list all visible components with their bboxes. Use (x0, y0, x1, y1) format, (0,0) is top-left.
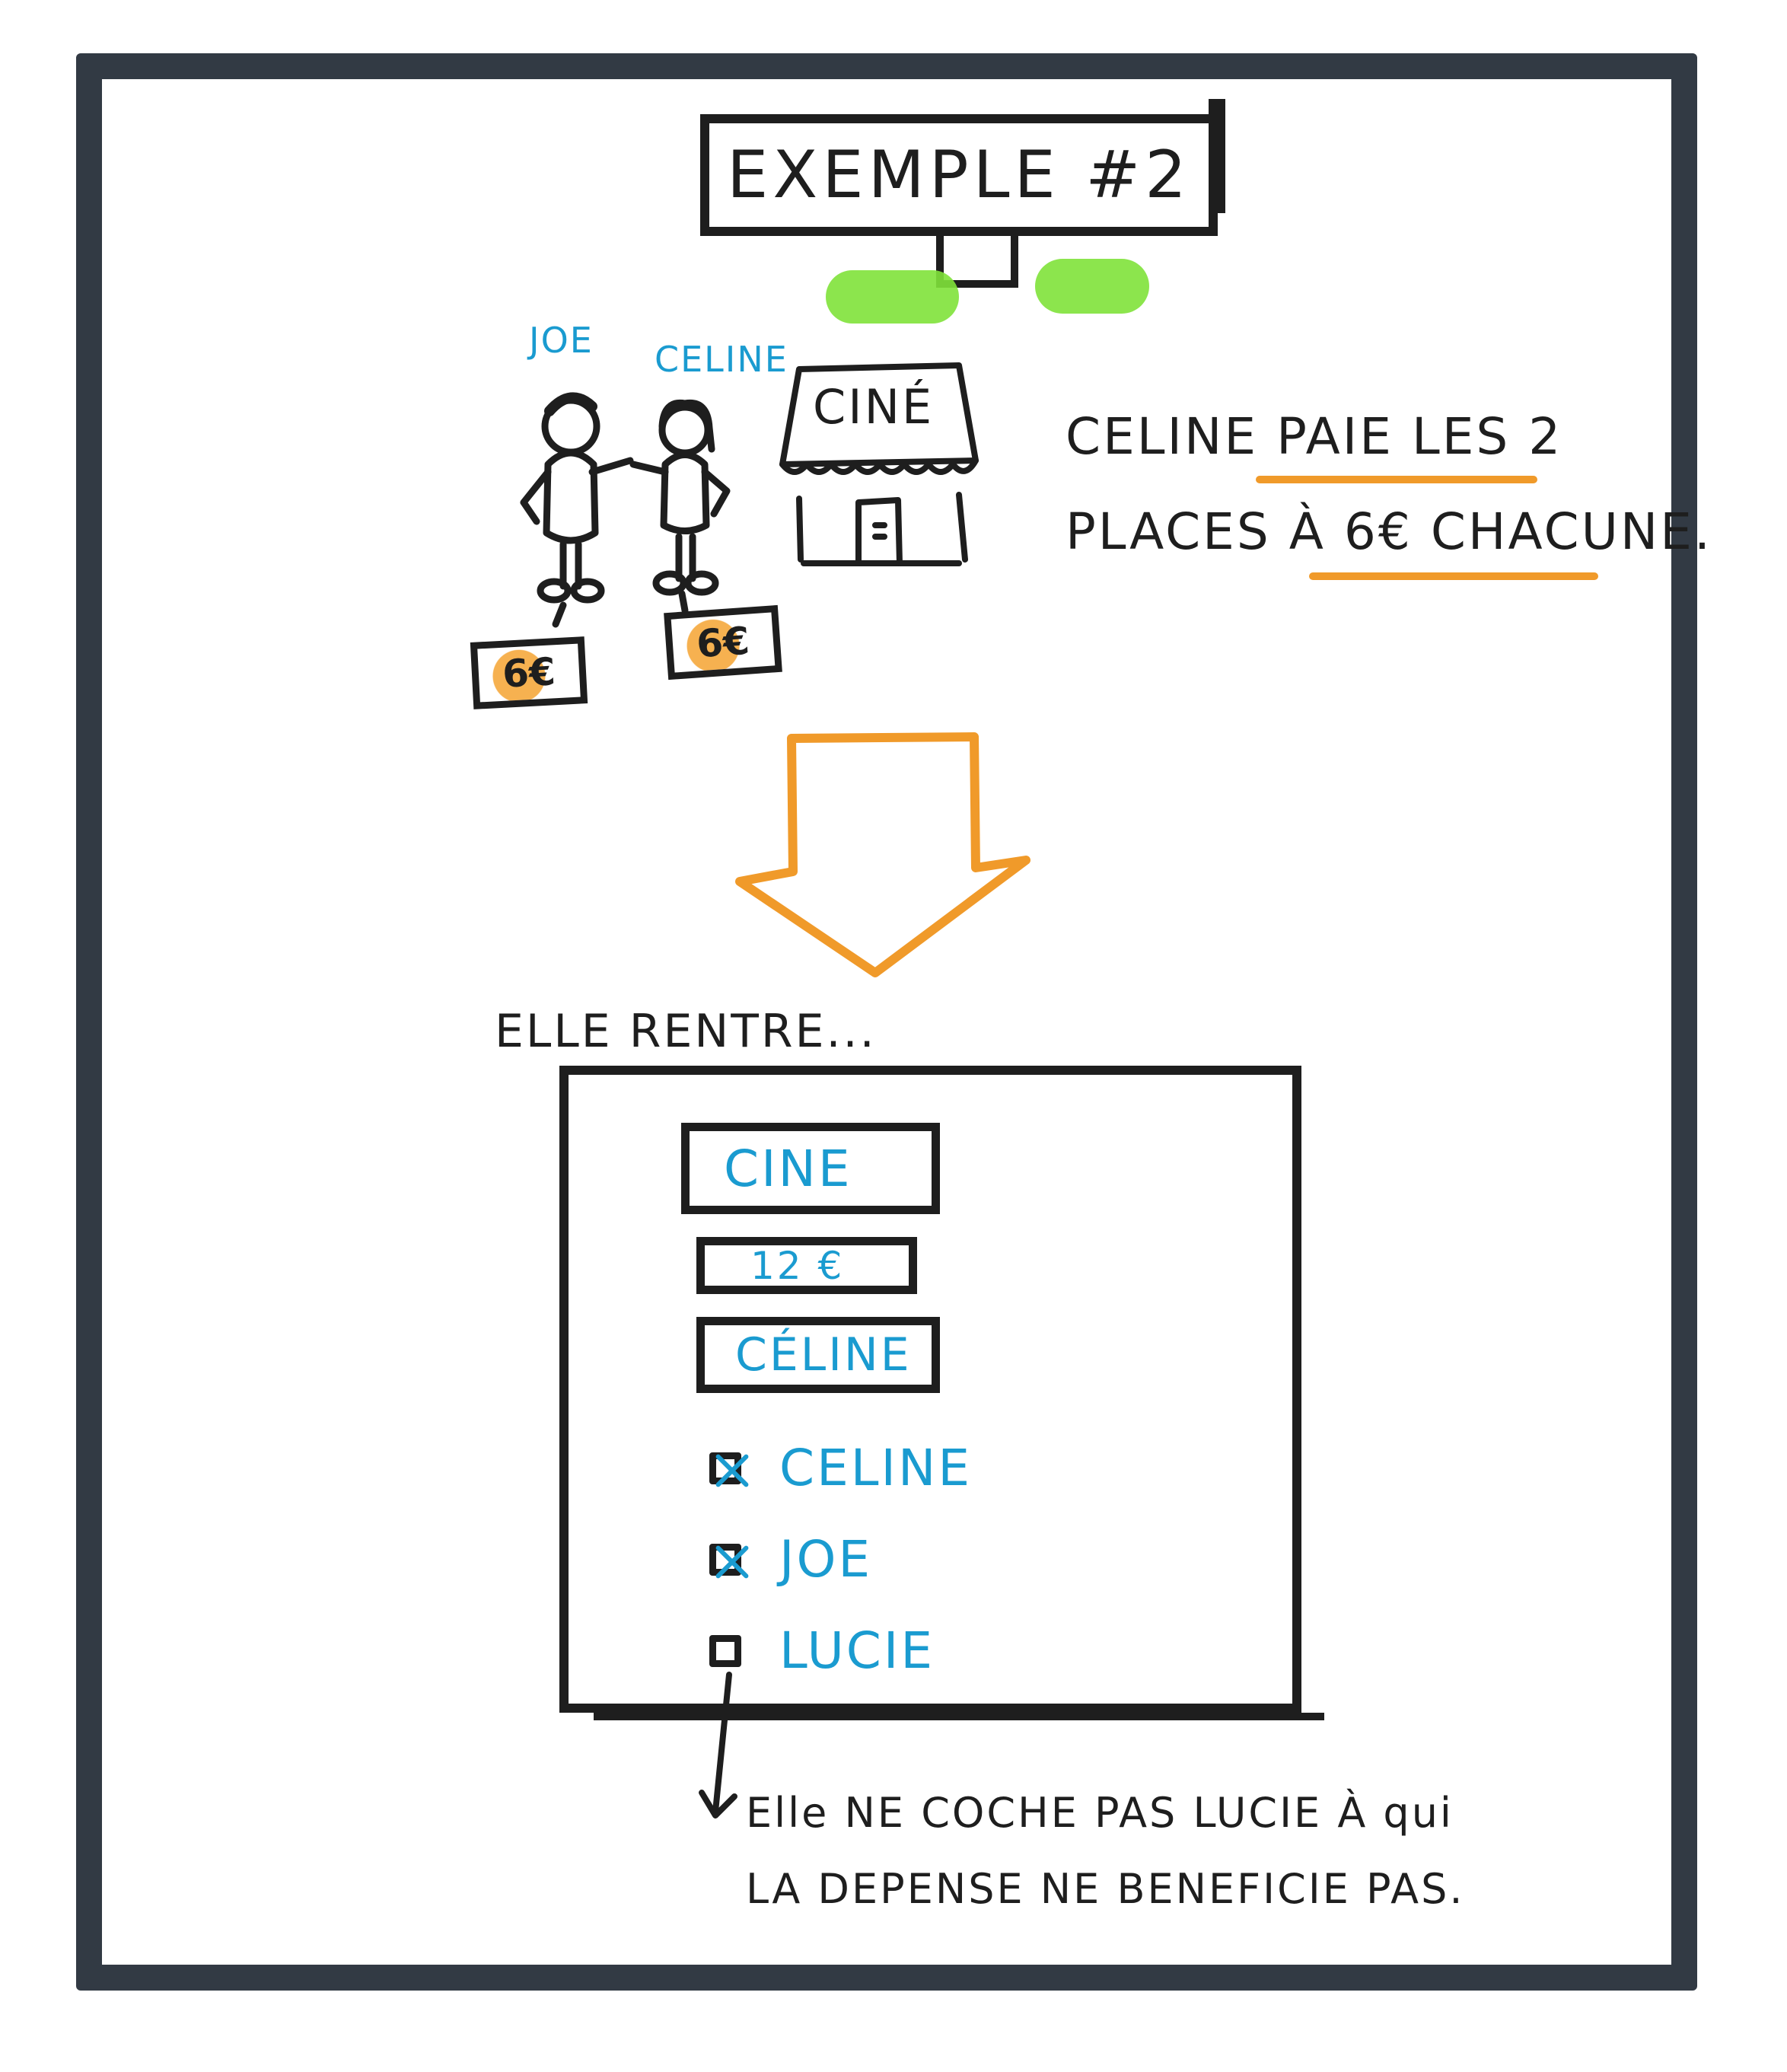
stick-figures-illustration (520, 392, 731, 628)
title-board: EXEMPLE #2 (700, 114, 1218, 236)
ticket-joe: 6€ (470, 636, 588, 709)
participant-label-lucie: LUCIE (779, 1621, 935, 1680)
expense-payer-field[interactable]: CÉLINE (696, 1317, 940, 1393)
form-bottom-line (594, 1713, 1324, 1720)
expense-form-sketch (559, 1066, 1301, 1713)
step-label: ELLE RENTRE... (495, 1005, 877, 1058)
statement-line-1: CELINE PAIE LES 2 (1066, 407, 1563, 466)
participant-row-celine[interactable]: CELINE (709, 1439, 972, 1497)
expense-amount-value: 12 € (750, 1243, 845, 1288)
note-pointer-arrow-icon (699, 1672, 737, 1819)
participant-row-joe[interactable]: JOE (709, 1530, 872, 1589)
ticket-celine: 6€ (664, 604, 782, 681)
ticket-celine-price: 6€ (695, 618, 751, 667)
participant-checkbox-celine[interactable] (709, 1452, 750, 1488)
note-line-2: LA DEPENSE NE BENEFICIE PAS. (746, 1865, 1465, 1913)
cinema-sign: CINÉ (813, 379, 935, 435)
expense-title-value: CINE (724, 1139, 852, 1198)
ticket-joe-price: 6€ (501, 649, 557, 697)
statement-underline-2 (1309, 572, 1598, 580)
participant-checkbox-lucie[interactable] (709, 1634, 741, 1667)
title-board-edge (1209, 99, 1225, 213)
participant-label-joe: JOE (779, 1530, 873, 1589)
person-name-joe: JOE (529, 320, 594, 361)
participant-row-lucie[interactable]: LUCIE (709, 1621, 935, 1680)
page-title: EXEMPLE #2 (726, 137, 1191, 213)
participant-checkbox-joe[interactable] (709, 1543, 750, 1580)
statement-line-2: PLACES À 6€ CHACUNE. (1066, 502, 1712, 561)
title-board-stand (936, 234, 1018, 288)
person-name-celine: CELINE (655, 339, 788, 380)
expense-amount-field[interactable]: 12 € (696, 1237, 917, 1294)
grass-left (826, 270, 959, 324)
page-frame (76, 53, 1697, 1991)
cinema-building-illustration (779, 362, 979, 566)
down-arrow-icon (735, 732, 1030, 977)
statement-underline-1 (1256, 476, 1537, 483)
expense-payer-value: CÉLINE (735, 1328, 912, 1382)
note-line-1: Elle NE COCHE PAS LUCIE À qui (746, 1789, 1454, 1837)
participant-label-celine: CELINE (779, 1439, 973, 1497)
grass-right (1035, 259, 1149, 314)
expense-title-field[interactable]: CINE (681, 1123, 940, 1214)
